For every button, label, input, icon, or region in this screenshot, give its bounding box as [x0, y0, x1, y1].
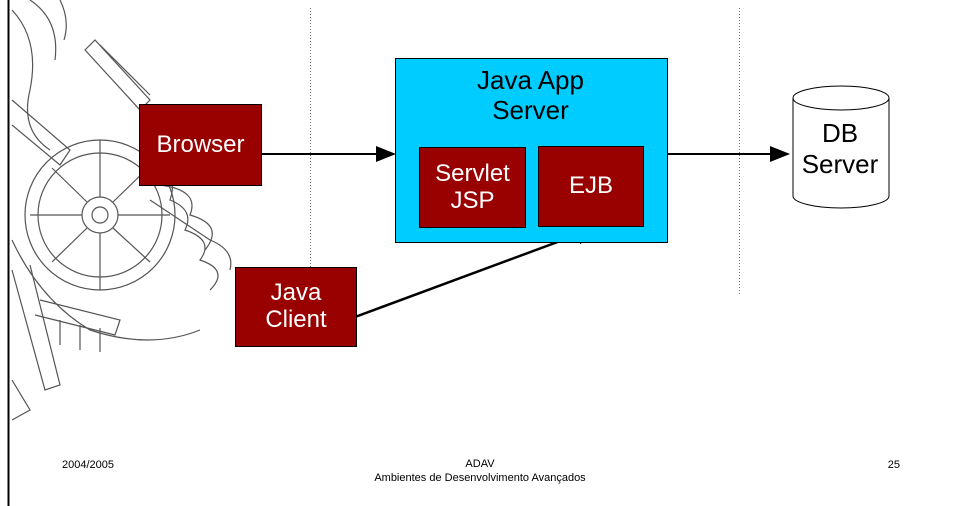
footer-course-code: ADAV [465, 458, 495, 470]
db-cylinder [792, 85, 890, 209]
footer-year: 2004/2005 [62, 459, 114, 471]
footer-course-name: Ambientes de Desenvolvimento Avançados [374, 471, 586, 484]
browser-box: Browser [139, 104, 262, 186]
page-number: 25 [887, 459, 900, 471]
app-server-title: Java App Server [477, 65, 584, 125]
java-client-box: Java Client [235, 267, 357, 347]
ejb-box: EJB [538, 146, 644, 227]
db-server-label: DB Server [801, 118, 879, 180]
servlet-jsp-box: Servlet JSP [419, 147, 526, 228]
emblem-watermark [11, 0, 232, 421]
footer-course: ADAV Ambientes de Desenvolvimento Avança… [330, 458, 630, 486]
